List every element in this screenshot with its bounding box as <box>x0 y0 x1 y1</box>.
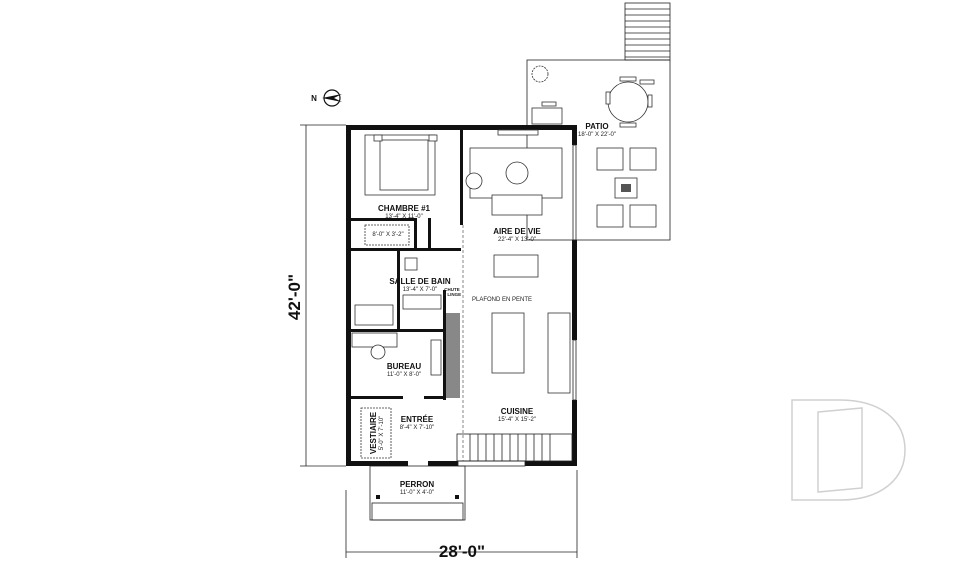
svg-text:8'-4" X 7'-10": 8'-4" X 7'-10" <box>400 425 435 431</box>
svg-text:PATIO: PATIO <box>585 122 608 131</box>
interior-stairs <box>456 433 573 462</box>
north-label: N <box>311 94 317 103</box>
svg-text:AIRE DE VIE: AIRE DE VIE <box>493 227 541 236</box>
furniture <box>351 129 571 459</box>
room-chambre: CHAMBRE #113'-4" X 11'-0" <box>378 204 431 220</box>
svg-text:BUREAU: BUREAU <box>387 362 421 371</box>
dimension-lines <box>300 124 578 558</box>
room-closet: 8'-0" X 3'-2" <box>372 232 403 238</box>
svg-text:11'-0" X 4'-0": 11'-0" X 4'-0" <box>400 490 434 496</box>
svg-text:PERRON: PERRON <box>400 480 434 489</box>
svg-text:13'-4" X 11'-0": 13'-4" X 11'-0" <box>385 214 422 220</box>
overall-depth-label: 42'-0" <box>285 274 304 320</box>
svg-text:CHAMBRE #1: CHAMBRE #1 <box>378 204 431 213</box>
ceiling-note: PLAFOND EN PENTE <box>472 297 532 303</box>
svg-text:SALLE DE BAIN: SALLE DE BAIN <box>389 277 451 286</box>
perron <box>369 465 466 521</box>
svg-text:ENTRÉE: ENTRÉE <box>401 415 434 424</box>
svg-text:CUISINE: CUISINE <box>501 407 534 416</box>
svg-text:22'-4" X 13'-0": 22'-4" X 13'-0" <box>498 237 536 243</box>
svg-text:VESTIAIRE: VESTIAIRE <box>369 411 378 454</box>
north-arrow-icon: N <box>311 89 342 107</box>
svg-text:15'-4" X 15'-2": 15'-4" X 15'-2" <box>498 417 536 423</box>
svg-text:8'-0" X 3'-2": 8'-0" X 3'-2" <box>372 232 403 238</box>
overall-width-label: 28'-0" <box>439 542 485 561</box>
svg-text:11'-0" X 8'-0": 11'-0" X 8'-0" <box>387 372 421 378</box>
svg-text:18'-0" X 22'-0": 18'-0" X 22'-0" <box>578 132 616 138</box>
svg-text:5'-0" X 7'-10": 5'-0" X 7'-10" <box>379 416 385 451</box>
svg-text:13'-4" X 7'-0": 13'-4" X 7'-0" <box>403 287 438 293</box>
chute-note-2: À LINGE <box>443 291 461 297</box>
patio-stairs <box>624 2 671 61</box>
patio-furniture <box>531 65 657 228</box>
interior-walls <box>351 130 464 461</box>
chute-note: CHUTE <box>444 287 460 292</box>
brand-logo-icon <box>791 399 906 501</box>
